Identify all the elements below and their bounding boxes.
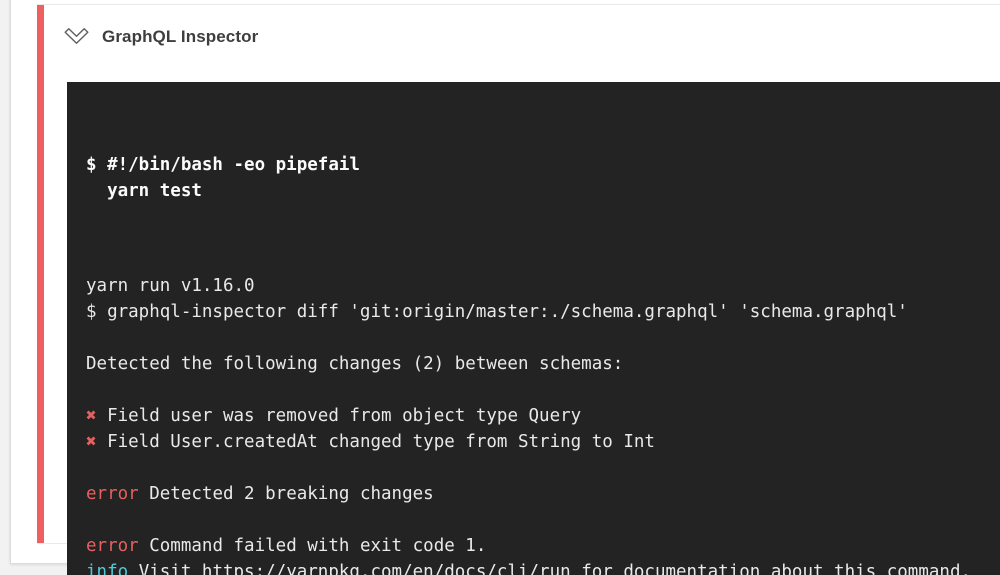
build-step-card: GraphQL Inspector $ #!/bin/bash -eo pipe… [10,0,1000,575]
chevron-down-icon[interactable] [63,26,90,48]
step-header[interactable]: GraphQL Inspector [37,5,1000,69]
failure-accent-bar [37,5,44,543]
step-title: GraphQL Inspector [102,27,259,46]
terminal-lines: yarn run v1.16.0$ graphql-inspector diff… [86,276,972,575]
terminal-output: $ #!/bin/bash -eo pipefail yarn test yar… [67,82,1000,575]
terminal-command: $ #!/bin/bash -eo pipefail yarn test [86,155,360,201]
failed-step: GraphQL Inspector $ #!/bin/bash -eo pipe… [37,4,1000,575]
